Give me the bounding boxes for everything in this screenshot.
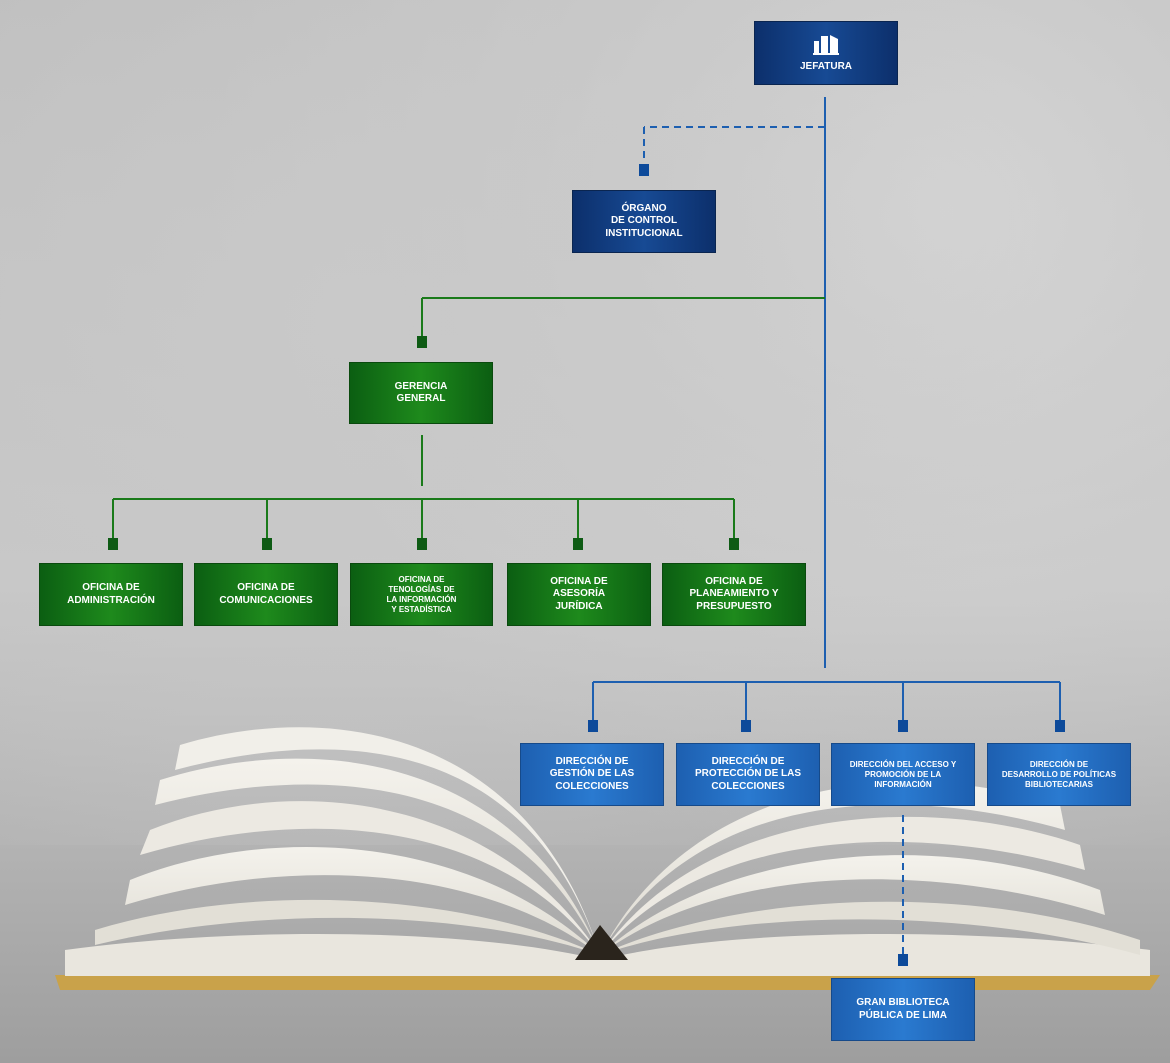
oficina-administracion-box: OFICINA DE ADMINISTRACIÓN	[39, 563, 183, 626]
green-connector-nodes	[108, 336, 739, 550]
book-page-stack	[65, 933, 1150, 976]
gran-biblioteca-publica-lima-box: GRAN BIBLIOTECA PÚBLICA DE LIMA	[831, 978, 975, 1041]
building-icon	[813, 34, 839, 55]
direccion-desarrollo-politicas-bibliotecarias-box: DIRECCIÓN DE DESARROLLO DE POLÍTICAS BIB…	[987, 743, 1131, 806]
direccion-proteccion-colecciones-box: DIRECCIÓN DE PROTECCIÓN DE LAS COLECCION…	[676, 743, 820, 806]
oficina-planeamiento-presupuesto-box: OFICINA DE PLANEAMIENTO Y PRESUPUESTO	[662, 563, 806, 626]
gerencia-general-box: GERENCIA GENERAL	[349, 362, 493, 424]
oficina-comunicaciones-box: OFICINA DE COMUNICACIONES	[194, 563, 338, 626]
direccion-acceso-promocion-informacion-box: DIRECCIÓN DEL ACCESO Y PROMOCIÓN DE LA I…	[831, 743, 975, 806]
direccion-gestion-colecciones-box: DIRECCIÓN DE GESTIÓN DE LAS COLECCIONES	[520, 743, 664, 806]
book-spine-shadow	[575, 925, 628, 960]
oficina-asesoria-juridica-box: OFICINA DE ASESORÍA JURÍDICA	[507, 563, 651, 626]
jefatura-box: JEFATURA	[754, 21, 898, 85]
organo-control-institucional-box: ÓRGANO DE CONTROL INSTITUCIONAL	[572, 190, 716, 253]
oficina-tecnologias-informacion-box: OFICINA DE TENOLOGÍAS DE LA INFORMACIÓN …	[350, 563, 493, 626]
jefatura-label: JEFATURA	[799, 60, 853, 72]
blue-connector-nodes	[588, 164, 1065, 966]
